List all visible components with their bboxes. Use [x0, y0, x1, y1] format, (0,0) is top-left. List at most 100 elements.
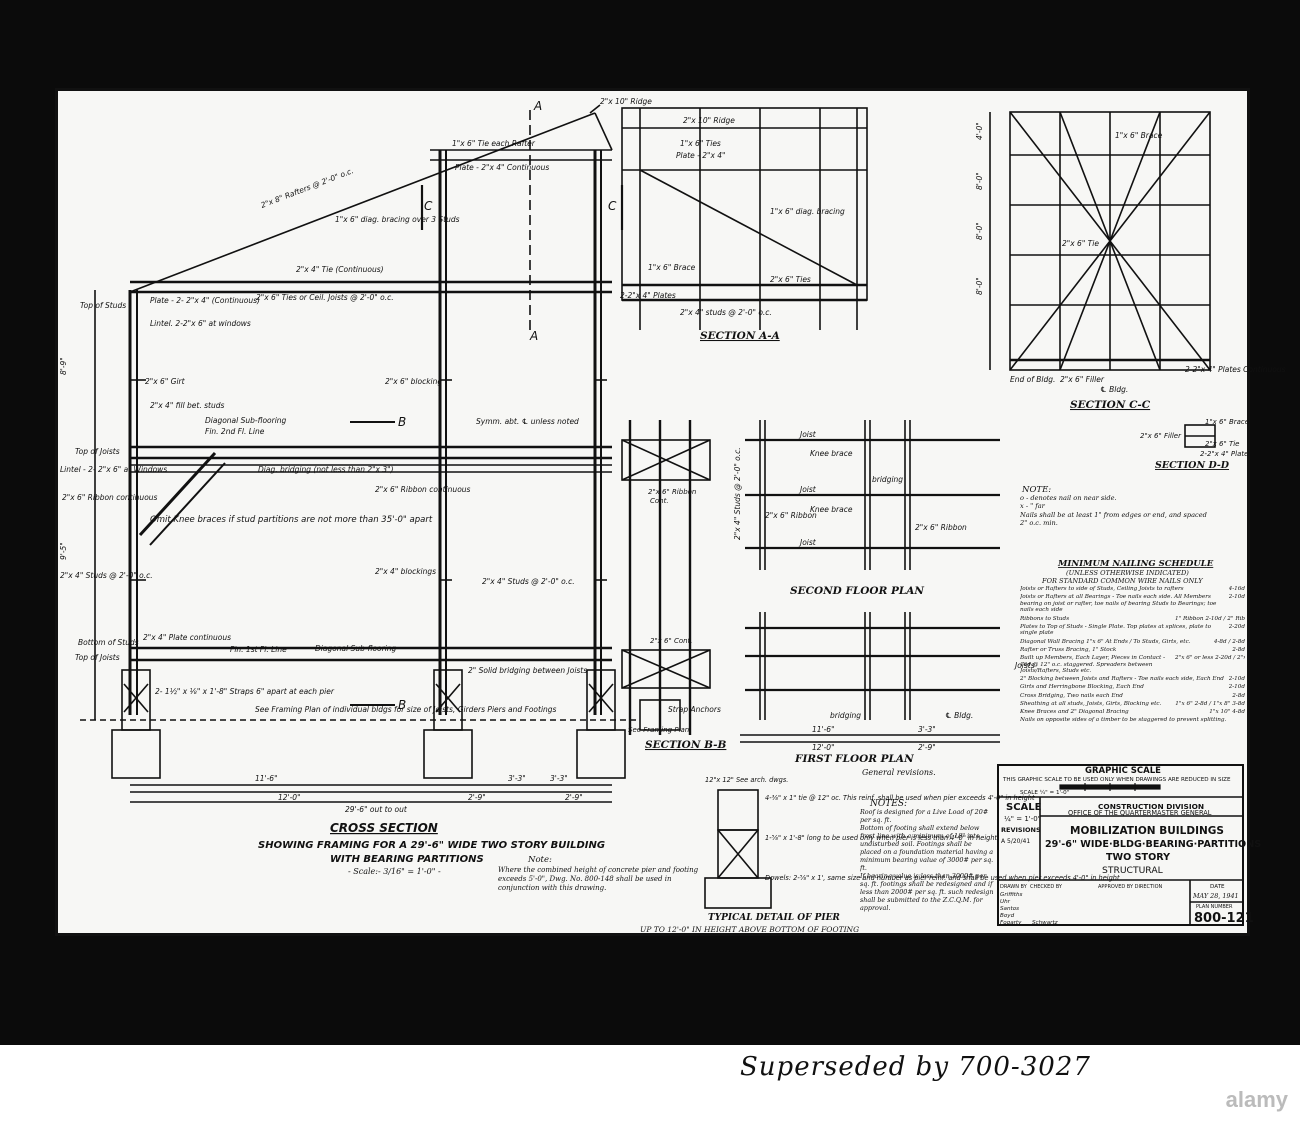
label-studs-mid: 2"x 4" Studs @ 2'-0" o.c. — [482, 577, 575, 586]
tb-org-2: OFFICE OF THE QUARTERMASTER GENERAL — [1068, 809, 1212, 817]
dim-h1: 8'-9" — [59, 357, 68, 375]
label-omit-knee: Omit Knee braces if stud partitions are … — [150, 515, 433, 525]
pier-detail-subtitle: UP TO 12'-0" IN HEIGHT ABOVE BOTTOM OF F… — [640, 925, 859, 934]
label-fin-1st: Fin. 1st Fl. Line — [230, 645, 287, 654]
tb-name-1: Griffiths — [1000, 892, 1023, 898]
nailing-schedule-nails: 2-8d — [1232, 646, 1245, 653]
section-marker-c-left: C — [424, 199, 433, 213]
cross-section-subtitle-2: WITH BEARING PARTITIONS — [330, 854, 484, 865]
cross-section-title: CROSS SECTION — [330, 821, 438, 835]
label-blocking-2: 2"x 4" blockings — [375, 567, 436, 576]
ffp-dim-3: 3'-3" — [918, 725, 936, 734]
tb-plan-number: 800-121 — [1194, 911, 1254, 926]
sfp-label-joist-1: Joist — [798, 430, 817, 439]
tb-title-4: STRUCTURAL — [1102, 865, 1164, 876]
nailing-schedule-row: Sheathing at all studs, Joists, Girts, B… — [1020, 701, 1245, 708]
nailing-schedule-sub1: (UNLESS OTHERWISE INDICATED) — [1066, 569, 1189, 577]
drawing-paper — [55, 88, 1250, 936]
ffp-dim-1: 11'-6" — [812, 725, 835, 734]
cc-dim-4: 8'-0" — [975, 277, 984, 295]
label-diag-bracing: 1"x 6" diag. bracing over 3 Studs — [335, 215, 460, 224]
bb-label-girt: 2"x 6" Cont. — [650, 637, 693, 645]
tb-name-5: Fogarty — [1000, 920, 1022, 926]
nailing-schedule-nails: 2"x 6" or less 2-20d / 2"x 8" or greater… — [1175, 654, 1245, 661]
nailing-schedule-nails: 1" Ribbon 2-10d / 2" Ribbon 2-16d — [1175, 615, 1245, 622]
graphic-scale-title: GRAPHIC SCALE — [1085, 766, 1161, 776]
nailing-schedule-row: Nails on opposite sides of a timber to b… — [1020, 717, 1245, 724]
nailing-schedule-nails: 1"x 6" 2-8d / 1"x 8" 3-8d — [1175, 700, 1245, 707]
dim-2-9-b: 2'-9" — [565, 793, 583, 802]
tb-plan-label: PLAN NUMBER — [1196, 904, 1233, 910]
label-rafters: 2"x 8" Rafters @ 2'-0" o.c. — [259, 166, 354, 210]
nailing-schedule-item: Nails on opposite sides of a timber to b… — [1020, 717, 1227, 724]
sfp-label-ribbon-1: 2"x 6" Ribbon — [765, 511, 817, 520]
sfp-label-ribbon-2: 2"x 6" Ribbon — [915, 523, 967, 532]
aa-label-plates: 2-2"x 4" Plates — [620, 291, 676, 300]
nailing-schedule-item: Joists or Rafters to side of Studs, Ceil… — [1020, 586, 1184, 592]
note-left-body-wrap: Where the combined height of concrete pi… — [498, 866, 698, 892]
cc-label-brace: 1"x 6" Brace — [1115, 131, 1163, 140]
nailing-schedule-row: Girts and Herringbone Blocking, Each End… — [1020, 684, 1245, 691]
nailing-schedule-row: 2" Blocking between Joists and Rafters -… — [1020, 676, 1245, 683]
tb-date-label: DATE — [1210, 884, 1225, 890]
pier-detail-title: TYPICAL DETAIL OF PIER — [708, 913, 840, 923]
nailing-schedule-nails: 2-10d — [1228, 594, 1245, 601]
aa-label-ridge: 2"x 10" Ridge — [683, 116, 735, 125]
nailing-schedule-item: Ribbons to Studs — [1020, 615, 1070, 622]
tb-drawn-by: DRAWN BY — [1000, 884, 1028, 890]
label-tie-each-rafter: 1"x 6" Tie each Rafter — [452, 139, 536, 148]
label-framing-plan: See Framing Plan of individual bldgs for… — [255, 705, 557, 714]
sfp-label-bridging: bridging — [872, 475, 903, 484]
nailing-schedule-nails: 2-10d — [1228, 676, 1245, 683]
cc-label-bldg: ℄ Bldg. — [1100, 385, 1128, 394]
dim-2-9-a: 2'-9" — [468, 793, 486, 802]
cc-label-tie: 2"x 6" Tie — [1062, 239, 1099, 248]
dd-label-filler: 2"x 6" Filler — [1140, 432, 1182, 440]
second-floor-plan-framing — [745, 420, 1000, 570]
nailing-schedule-item: Rafter or Truss Bracing, 1" Stock — [1020, 646, 1117, 653]
label-ridge: 2"x 10" Ridge — [600, 97, 652, 106]
cc-dim-3: 8'-0" — [975, 222, 984, 240]
section-cc-title: SECTION C-C — [1070, 399, 1151, 411]
nailing-schedule-row: Rafter or Truss Bracing, 1" Stock 2-8d — [1020, 647, 1245, 654]
label-diag-bridging: Diag. bridging (not less than 2"x 3") — [258, 465, 394, 474]
label-fin-2nd: Fin. 2nd Fl. Line — [205, 427, 265, 436]
tb-title-3: TWO STORY — [1106, 852, 1171, 863]
structural-drawing: 2"x 10" Ridge 2"x 8" Rafters @ 2'-0" o.c… — [59, 97, 1254, 934]
nailing-schedule-row: Plates to Top of Studs - Single Plate. T… — [1020, 624, 1245, 637]
tb-rev-entry: A 5/20/41 — [1001, 838, 1030, 845]
nailing-schedule-row: Diagonal Wall Bracing 1"x 6" At Ends / T… — [1020, 639, 1245, 646]
pier-note-2: 1-⅝" x 1'-8" long to be used only when p… — [765, 834, 998, 842]
aa-label-ties: 1"x 6" Ties — [680, 139, 721, 148]
nailing-schedule-nails: 4-8d / 2-8d — [1213, 638, 1245, 645]
tb-revisions: REVISIONS — [1001, 826, 1041, 834]
nailing-schedule-table-wrap: Joists or Rafters to side of Studs, Ceil… — [1020, 586, 1245, 724]
dim-h2: 9'-5" — [59, 542, 68, 560]
label-straps: 2- 1½" x ⅛" x 1'-8" Straps 6" apart at e… — [155, 687, 335, 696]
sfp-label-knee-1: Knee brace — [810, 449, 853, 458]
tb-org-1: CONSTRUCTION DIVISION — [1098, 802, 1204, 811]
tb-name-3: Santos — [1000, 906, 1019, 912]
note-nail-line-3: Nails shall be at least 1" from edges or… — [1020, 510, 1207, 528]
label-diag-subfloor-2: Diagonal Sub-flooring — [315, 644, 397, 653]
nailing-schedule-item: Joists or Rafters at all Bearings - Toe … — [1020, 594, 1217, 614]
section-marker-c-right: C — [608, 199, 617, 213]
cross-section-scale: - Scale:- 3/16" = 1'-0" - — [348, 867, 441, 876]
cc-dim-1: 4'-0" — [975, 122, 984, 140]
label-symm: Symm. abt. ℄ unless noted — [476, 417, 579, 426]
cc-label-end-bldg: End of Bldg. — [1010, 375, 1055, 384]
section-marker-b-top: B — [398, 415, 406, 429]
cc-label-filler: 2"x 6" Filler — [1060, 375, 1105, 384]
tb-date: MAY 28, 1941 — [1192, 892, 1239, 900]
section-marker-a-bottom: A — [529, 329, 538, 343]
note-nail-line-2: x - " far — [1020, 502, 1045, 511]
pier-note-1: 4-⅜" x 1" tie @ 12" oc. This reinf. shal… — [765, 794, 1035, 802]
sfp-label-joist-2: Joist — [798, 485, 817, 494]
graphic-scale-bar — [1059, 783, 1161, 791]
section-cc-framing — [989, 111, 1211, 371]
label-plate-continuous: Plate - 2"x 4" Continuous — [455, 163, 549, 172]
dim-overall: 29'-6" out to out — [345, 805, 408, 814]
notes-center-line-3: If bearing value is less than 3000# per … — [860, 872, 994, 912]
bottom-margin — [0, 1045, 1300, 1121]
